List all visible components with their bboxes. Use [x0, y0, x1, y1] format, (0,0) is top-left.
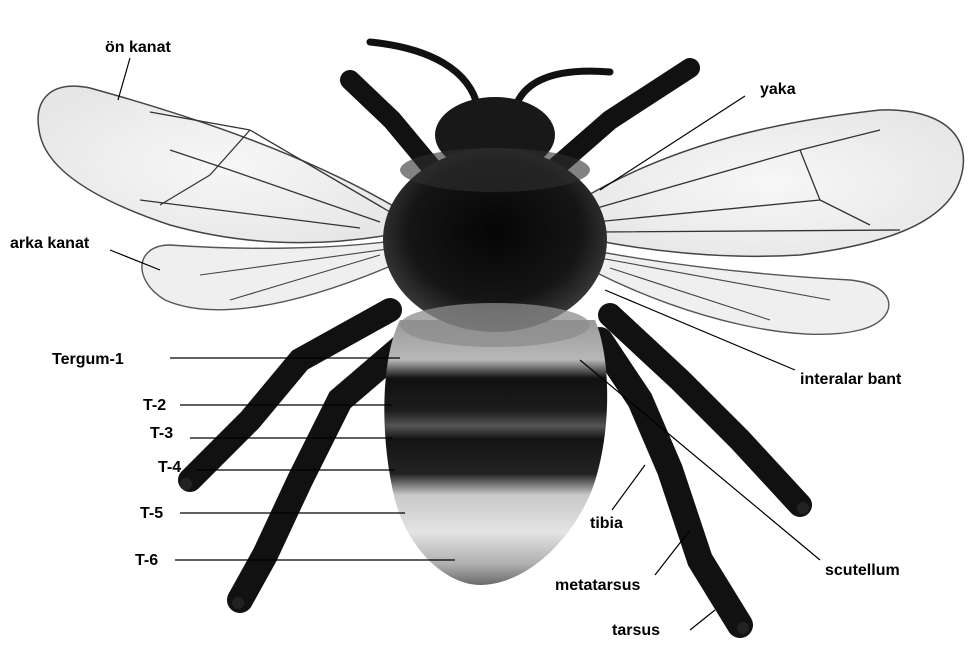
- label-tarsus: tarsus: [612, 622, 660, 639]
- collar-band: [400, 148, 590, 192]
- left-hindwing: [142, 240, 400, 310]
- scutellum-region: [400, 303, 590, 347]
- label-yaka: yaka: [760, 81, 796, 98]
- label-t5: T-5: [140, 505, 163, 522]
- label-t4: T-4: [158, 459, 181, 476]
- abdomen: [384, 320, 607, 585]
- label-on-kanat: ön kanat: [105, 39, 171, 56]
- right-forewing: [580, 110, 963, 256]
- label-interalar-bant: interalar bant: [800, 371, 902, 388]
- label-tergum-1: Tergum-1: [52, 351, 124, 368]
- label-metatarsus: metatarsus: [555, 577, 640, 594]
- label-t3: T-3: [150, 425, 173, 442]
- label-tibia: tibia: [590, 515, 623, 532]
- label-arka-kanat: arka kanat: [10, 235, 90, 252]
- label-t2: T-2: [143, 397, 166, 414]
- left-forewing: [38, 86, 405, 243]
- label-scutellum: scutellum: [825, 562, 900, 579]
- label-t6: T-6: [135, 552, 158, 569]
